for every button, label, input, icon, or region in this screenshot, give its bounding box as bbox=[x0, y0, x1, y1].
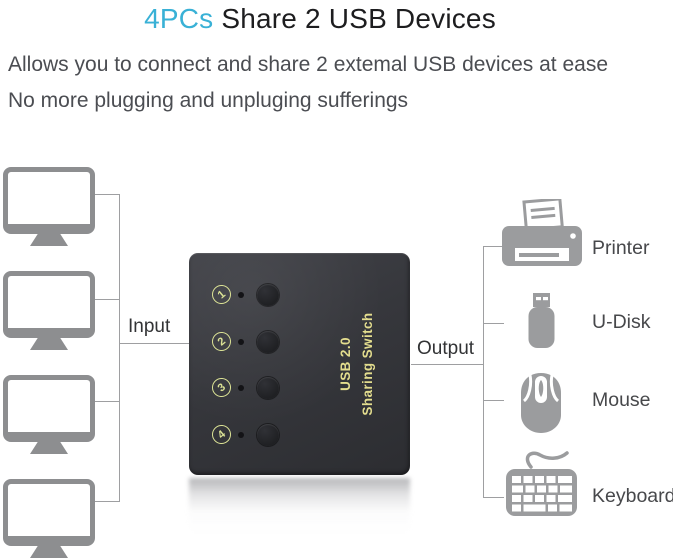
usb-drive-icon bbox=[527, 292, 556, 354]
port-select-button bbox=[257, 424, 279, 446]
port-row: 3 bbox=[189, 374, 410, 401]
printer-branch-line bbox=[483, 246, 504, 247]
port-row: 4 bbox=[189, 421, 410, 448]
monitor-screen bbox=[3, 375, 95, 442]
computer-monitor-icon bbox=[3, 167, 95, 246]
title-highlight: 4PCs bbox=[144, 3, 214, 34]
keyboard-branch-line bbox=[483, 497, 504, 498]
monitor-screen bbox=[3, 167, 95, 234]
monitor-stand bbox=[30, 337, 68, 350]
device-label-line2: Sharing Switch bbox=[360, 312, 375, 416]
input-connector-line bbox=[119, 343, 190, 344]
output-bus-line bbox=[483, 246, 484, 498]
port-select-button bbox=[257, 331, 279, 353]
port-number-badge: 4 bbox=[208, 421, 235, 448]
subtitle-line-1: Allows you to connect and share 2 extema… bbox=[8, 53, 608, 76]
computer-monitor-icon bbox=[3, 375, 95, 454]
port-select-button bbox=[257, 377, 279, 399]
monitor-screen bbox=[3, 271, 95, 338]
monitor-branch-line bbox=[95, 401, 119, 402]
printer-icon bbox=[502, 197, 582, 279]
computer-monitor-icon bbox=[3, 271, 95, 350]
device-label: USB 2.0 Sharing Switch bbox=[335, 294, 381, 434]
monitor-stand bbox=[30, 441, 68, 454]
input-bus-line bbox=[119, 194, 120, 502]
mouse-branch-line bbox=[483, 400, 504, 401]
subtitle-line-2: No more plugging and unpluging suffering… bbox=[8, 89, 409, 112]
monitor-branch-line bbox=[95, 501, 119, 502]
mouse-icon bbox=[521, 373, 561, 438]
monitor-stand bbox=[30, 545, 68, 558]
mouse-label: Mouse bbox=[592, 389, 651, 411]
monitor-branch-line bbox=[95, 299, 119, 300]
printer-label: Printer bbox=[592, 237, 650, 259]
monitor-stand bbox=[30, 233, 68, 246]
page-title: 4PCs Share 2 USB Devices bbox=[0, 3, 640, 35]
led-indicator bbox=[238, 292, 244, 298]
device-reflection bbox=[189, 478, 410, 534]
computer-monitor-icon bbox=[3, 479, 95, 558]
device-label-line1: USB 2.0 bbox=[338, 337, 353, 391]
port-number-badge: 1 bbox=[208, 281, 235, 308]
port-row: 1 bbox=[189, 281, 410, 308]
port-number-badge: 2 bbox=[208, 328, 235, 355]
monitor-branch-line bbox=[95, 194, 119, 195]
udisk-label: U-Disk bbox=[592, 311, 651, 333]
output-label: Output bbox=[417, 338, 475, 359]
usb-switch-device: 1 2 3 4 USB 2.0 Sharing Switch bbox=[189, 253, 410, 475]
led-indicator bbox=[238, 339, 244, 345]
output-connector-line bbox=[411, 364, 483, 365]
keyboard-label: Keyboard bbox=[592, 485, 673, 507]
input-label: Input bbox=[128, 316, 171, 337]
led-indicator bbox=[238, 432, 244, 438]
port-number-badge: 3 bbox=[208, 374, 235, 401]
led-indicator bbox=[238, 385, 244, 391]
udisk-branch-line bbox=[483, 323, 504, 324]
keyboard-icon bbox=[505, 450, 579, 523]
port-select-button bbox=[257, 284, 279, 306]
port-row: 2 bbox=[189, 328, 410, 355]
title-rest: Share 2 USB Devices bbox=[213, 3, 496, 34]
monitor-screen bbox=[3, 479, 95, 546]
